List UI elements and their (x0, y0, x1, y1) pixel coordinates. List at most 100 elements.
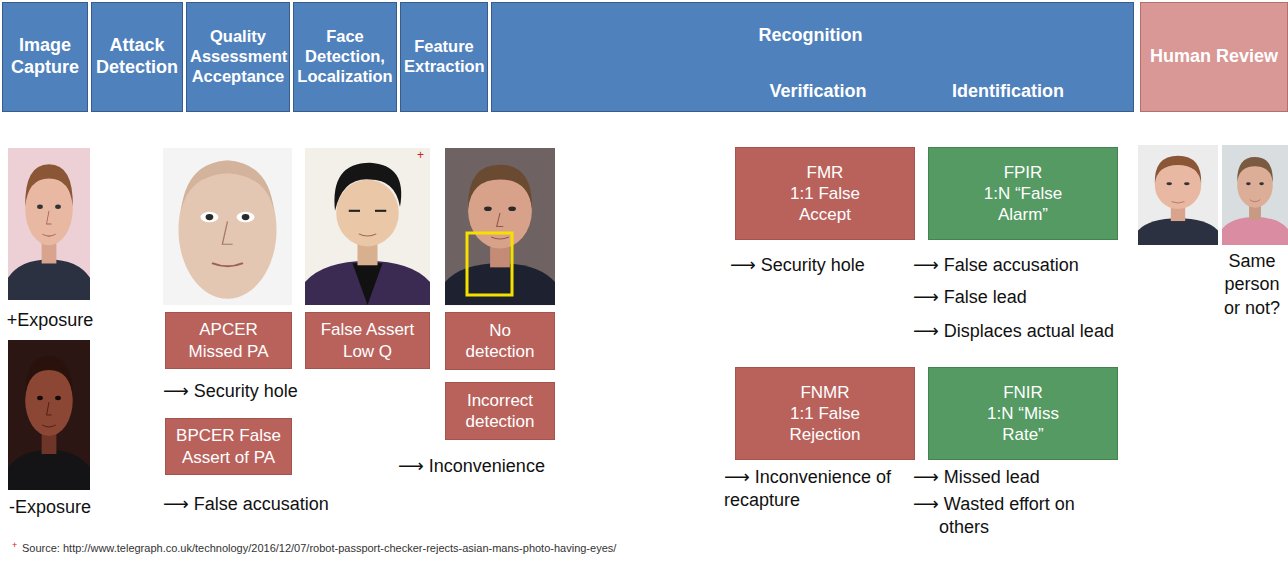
eye (55, 205, 61, 209)
eye (1166, 182, 1172, 185)
shirt (8, 450, 90, 490)
stage-header: Attack Detection (91, 2, 183, 112)
hair (1155, 156, 1201, 184)
error-box: False Assert Low Q (305, 312, 430, 369)
eye (1259, 182, 1264, 185)
shirt (445, 263, 555, 305)
box-text: 1:N “False Alarm” (967, 183, 1079, 226)
box-title: Recognition (492, 25, 1129, 47)
pupil (242, 214, 250, 220)
stage-header: Feature Extraction (400, 2, 488, 112)
eye (1246, 182, 1251, 185)
eye (200, 212, 218, 222)
face-photo (8, 340, 90, 490)
face-photo (8, 148, 90, 300)
eye (1184, 182, 1190, 185)
face-photo (1222, 145, 1288, 245)
consequence-note: ⟶ Displaces actual lead (913, 320, 1114, 343)
hair (25, 164, 73, 207)
stage-header: Image Capture (2, 2, 88, 112)
eye (37, 205, 43, 209)
mouth (491, 237, 509, 239)
mouth (212, 263, 243, 266)
nose (47, 211, 52, 224)
mouth (42, 234, 55, 236)
photo-ground (8, 148, 90, 300)
box-title: FNIR (933, 382, 1113, 403)
eye (237, 212, 255, 222)
review-question: Same person or not? (1217, 250, 1287, 320)
eye (484, 206, 492, 211)
box-title: APCER (170, 319, 287, 340)
error-box: FMR1:1 False Accept (735, 147, 915, 240)
consequence-note: ⟶ Wasted effort on others (913, 493, 1109, 540)
box-title: FNMR (740, 382, 910, 403)
error-box: BPCER False Assert of PA (165, 418, 292, 475)
box-title: Feature Extraction (404, 37, 484, 77)
shirt (8, 259, 90, 300)
box-title: Face Detection, Localization (297, 27, 393, 86)
error-box: Incorrect detection (445, 382, 555, 440)
stage-header: Quality Assessment Acceptance (186, 2, 290, 112)
shirt (1138, 218, 1218, 245)
nose (497, 213, 504, 227)
box-title: Human Review (1144, 46, 1284, 68)
mouth (42, 425, 55, 427)
box-title: No detection (457, 320, 543, 363)
consequence-note: ⟶ False accusation (913, 254, 1079, 277)
photo-ground (305, 148, 430, 305)
shirt (353, 263, 383, 305)
box-text: 1:1 False Accept (769, 183, 881, 226)
photo-ground (1138, 145, 1218, 245)
stage-header: RecognitionVerificationIdentification (491, 2, 1134, 112)
photo-ground (163, 148, 292, 305)
footnote-mark: + (12, 540, 17, 552)
detection-box (467, 233, 512, 295)
hair (25, 356, 73, 398)
box-text: 1:1 False Rejection (769, 403, 881, 446)
pupil (206, 214, 214, 220)
box-text: 1:N “Miss Rate” (967, 403, 1079, 446)
head (336, 179, 399, 246)
mask-top (181, 161, 274, 211)
box-title: Incorrect detection (450, 390, 550, 433)
eye (375, 210, 386, 212)
eye (55, 396, 61, 400)
box-title: FPIR (933, 162, 1113, 183)
jacket (305, 261, 430, 305)
eye (349, 210, 360, 212)
identification-error-box: FPIR1:N “False Alarm” (928, 147, 1118, 240)
eye (37, 396, 43, 400)
box-title: BPCER False Assert of PA (170, 425, 287, 468)
consequence-note: ⟶ Inconvenience (398, 455, 545, 478)
box-title: Image Capture (6, 35, 84, 78)
photo-ground (8, 340, 90, 490)
mouth (359, 234, 377, 236)
hair (1237, 157, 1273, 182)
identification-error-box: FNIR1:N “Miss Rate” (928, 367, 1118, 460)
box-text: Identification (928, 81, 1088, 103)
exposure-caption: -Exposure (6, 496, 94, 519)
box-title: Attack Detection (95, 35, 179, 78)
mouth (1250, 200, 1261, 202)
consequence-note: ⟶ Missed lead (913, 466, 1040, 489)
mask (178, 161, 276, 299)
box-text: Missed PA (170, 341, 287, 362)
error-box: APCERMissed PA (165, 312, 292, 369)
footnote-mark: + (417, 148, 424, 164)
face-photo (1138, 145, 1218, 245)
hair (334, 163, 401, 211)
mask-photo (163, 148, 292, 305)
face-photo (305, 148, 430, 305)
hair (468, 165, 532, 209)
box-title: Quality Assessment Acceptance (190, 27, 286, 86)
face-photo (445, 148, 555, 305)
eye (508, 206, 516, 211)
review-header: Human Review (1140, 2, 1288, 112)
box-title: FMR (740, 162, 910, 183)
consequence-note: ⟶ False accusation (163, 493, 329, 516)
consequence-note: ⟶ Inconvenience of recapture (724, 466, 902, 513)
photo-ground (1222, 145, 1288, 245)
source-note: Source: http://www.telegraph.co.uk/techn… (22, 541, 616, 555)
